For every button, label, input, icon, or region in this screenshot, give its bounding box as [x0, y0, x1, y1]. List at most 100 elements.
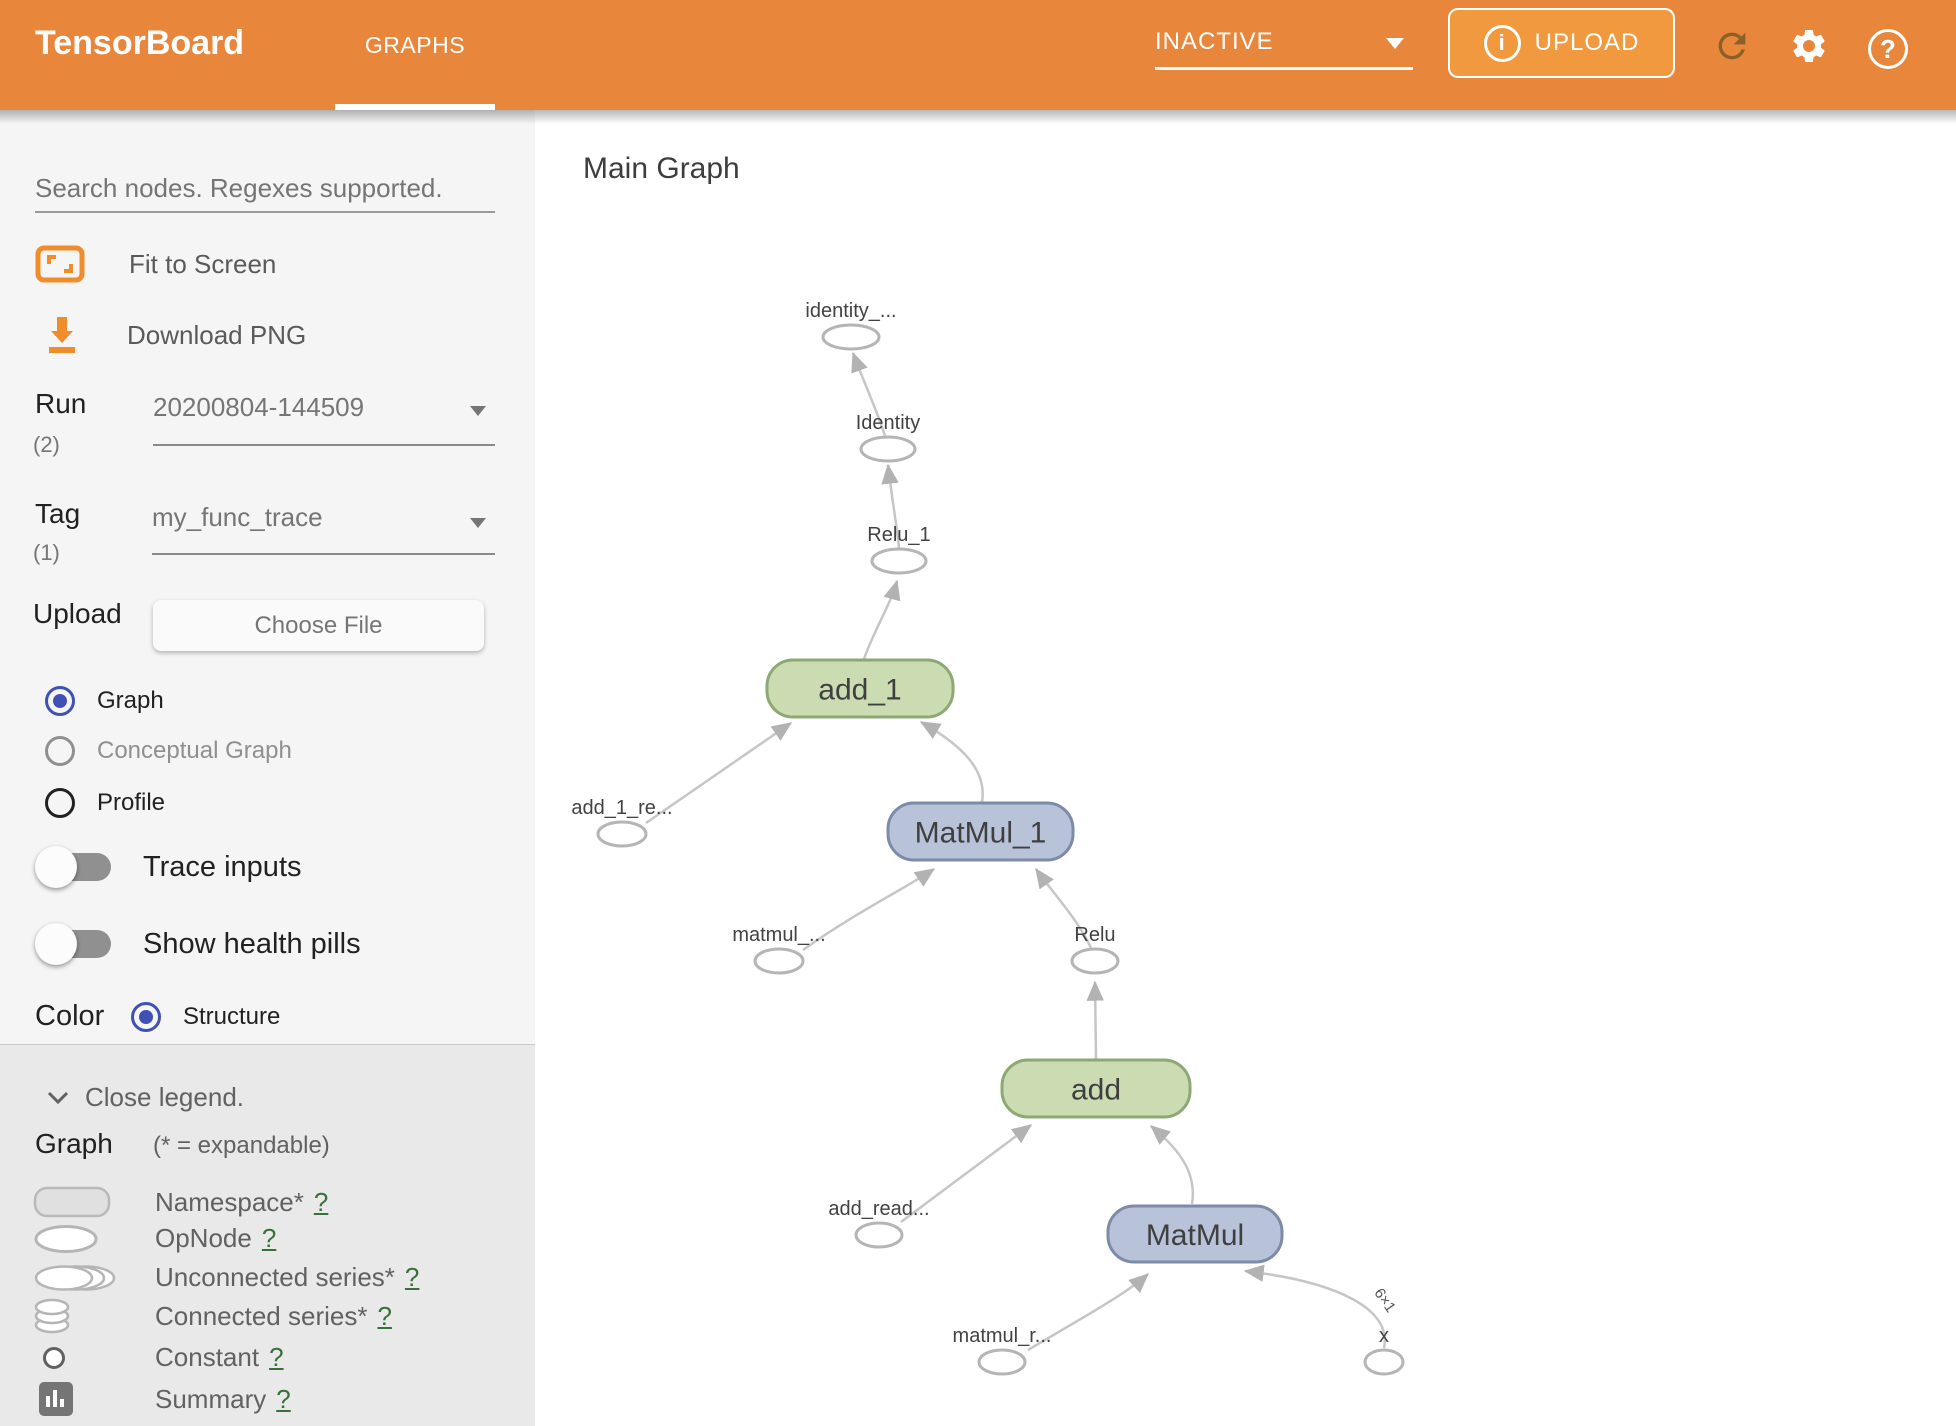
tag-underline — [152, 553, 495, 555]
graph-node-add_1_re[interactable]: add_1_re... — [571, 797, 673, 848]
unconnected-series-icon — [33, 1264, 155, 1292]
graph-node-add[interactable]: add — [1000, 1058, 1192, 1119]
tag-dropdown[interactable]: my_func_trace — [152, 502, 323, 532]
help-glyph: ? — [1880, 33, 1896, 64]
radio-unselected-icon — [45, 788, 75, 818]
gear-icon[interactable] — [1789, 26, 1829, 66]
choose-file-button[interactable]: Choose File — [153, 600, 484, 651]
run-dropdown[interactable]: 20200804-144509 — [153, 392, 365, 422]
graph-node-identity_out[interactable]: identity_... — [805, 300, 897, 351]
page-title: Main Graph — [583, 152, 740, 185]
graph-edge-add_read-to-add — [900, 1123, 1033, 1224]
chevron-down-icon — [470, 406, 486, 416]
graph-edge-x-to-MatMul — [1243, 1264, 1387, 1349]
legend-label: Unconnected series* — [155, 1262, 395, 1292]
legend-label: Constant — [155, 1342, 260, 1372]
status-dropdown[interactable]: INACTIVE — [1155, 28, 1413, 70]
graph-node-label: Identity — [856, 412, 920, 434]
graph-edge-add-to-Relu — [1086, 980, 1104, 1060]
fit-to-screen-button[interactable]: Fit to Screen — [35, 245, 276, 283]
graph-node-add_1[interactable]: add_1 — [765, 658, 955, 719]
graph-edge-Relu_1-to-Identity — [881, 463, 901, 549]
graph-node-MatMul[interactable]: MatMul — [1106, 1204, 1284, 1264]
help-link[interactable]: ? — [377, 1300, 392, 1331]
tab-active-indicator — [335, 104, 495, 110]
refresh-icon[interactable] — [1712, 26, 1752, 66]
edge-shape-label: 6×1 — [1370, 1285, 1399, 1316]
graph-edge-add_1-to-Relu_1 — [862, 579, 901, 660]
graph-node-MatMul_1[interactable]: MatMul_1 — [886, 801, 1075, 862]
graph-edge-Identity-to-identity_out — [851, 351, 887, 437]
graph-node-label: matmul_... — [732, 924, 825, 946]
download-icon — [49, 317, 75, 353]
graph-node-label: add_1 — [818, 674, 901, 707]
radio-selected-icon — [45, 686, 75, 716]
graph-node-label: identity_... — [805, 300, 896, 322]
radio-conceptual-graph-label: Conceptual Graph — [97, 737, 292, 764]
graph-node-label: add_read... — [828, 1198, 929, 1220]
graph-node-matmul_read[interactable]: matmul_r... — [953, 1325, 1052, 1376]
graph-node-label: Relu_1 — [867, 524, 930, 546]
radio-profile[interactable]: Profile — [45, 788, 165, 818]
upload-button[interactable]: i UPLOAD — [1448, 8, 1675, 78]
toggle-off-icon — [35, 846, 113, 888]
download-png-label: Download PNG — [127, 319, 307, 350]
constant-icon — [41, 1345, 155, 1371]
chevron-down-icon — [1386, 38, 1404, 49]
search-nodes-input[interactable] — [35, 165, 495, 213]
help-link[interactable]: ? — [269, 1342, 284, 1372]
radio-profile-label: Profile — [97, 789, 166, 816]
graph-node-label: MatMul — [1146, 1219, 1244, 1252]
status-dropdown-value: INACTIVE — [1155, 28, 1274, 55]
radio-selected-icon — [131, 1002, 161, 1032]
graph-edge-MatMul_1-to-add_1 — [919, 720, 984, 803]
trace-inputs-toggle[interactable]: Trace inputs — [35, 846, 302, 888]
graph-node-Relu[interactable]: Relu — [1070, 924, 1120, 975]
graph-node-Relu_1[interactable]: Relu_1 — [867, 524, 931, 575]
help-icon[interactable]: ? — [1868, 29, 1908, 69]
status-dropdown-underline — [1155, 67, 1413, 70]
color-label: Color — [35, 1000, 105, 1032]
run-underline — [153, 444, 495, 446]
graph-edge-add_1_re-to-add_1 — [645, 721, 793, 825]
opnode-icon — [33, 1224, 155, 1254]
help-link[interactable]: ? — [261, 1223, 277, 1253]
summary-icon — [39, 1382, 155, 1416]
help-link[interactable]: ? — [313, 1186, 329, 1217]
app-header: TensorBoard GRAPHS INACTIVE i UPLOAD ? — [0, 0, 1956, 110]
graph-edge-matmul_read-to-MatMul — [1027, 1273, 1149, 1352]
legend-item-namespace: Namespace* ? — [33, 1186, 328, 1218]
radio-unselected-icon — [45, 736, 75, 766]
tab-graphs[interactable]: GRAPHS — [364, 32, 466, 58]
color-structure-label: Structure — [183, 1003, 281, 1030]
help-link[interactable]: ? — [404, 1262, 420, 1292]
legend-item-opnode: OpNode ? — [33, 1223, 276, 1254]
graph-node-label: Relu — [1074, 924, 1115, 946]
graph-node-matmul_1_re[interactable]: matmul_... — [732, 924, 826, 975]
show-health-pills-toggle[interactable]: Show health pills — [35, 923, 361, 965]
help-link[interactable]: ? — [276, 1383, 291, 1414]
tag-count: (1) — [33, 540, 60, 565]
radio-graph[interactable]: Graph — [45, 686, 164, 716]
close-legend-label: Close legend. — [85, 1082, 244, 1112]
graph-node-label: x — [1379, 1325, 1389, 1347]
upload-label: Upload — [33, 598, 122, 629]
run-label: Run — [35, 388, 87, 419]
graph-node-Identity[interactable]: Identity — [856, 412, 920, 463]
legend-label: Connected series* — [155, 1300, 368, 1331]
graph-node-add_read[interactable]: add_read... — [828, 1198, 930, 1249]
download-png-button[interactable]: Download PNG — [45, 315, 306, 355]
fit-to-screen-icon — [35, 245, 85, 283]
graph-node-x[interactable]: x — [1363, 1325, 1405, 1376]
legend-item-constant: Constant ? — [41, 1342, 284, 1373]
legend-label: Namespace* — [155, 1186, 304, 1217]
trace-inputs-label: Trace inputs — [143, 850, 302, 883]
radio-color-structure[interactable]: Structure — [131, 1002, 280, 1032]
connected-series-icon — [33, 1298, 155, 1334]
radio-conceptual-graph[interactable]: Conceptual Graph — [45, 736, 292, 766]
info-icon: i — [1483, 24, 1521, 62]
close-legend-button[interactable]: Close legend. — [47, 1082, 244, 1113]
graph-node-label: MatMul_1 — [915, 817, 1047, 850]
run-count: (2) — [33, 432, 60, 457]
